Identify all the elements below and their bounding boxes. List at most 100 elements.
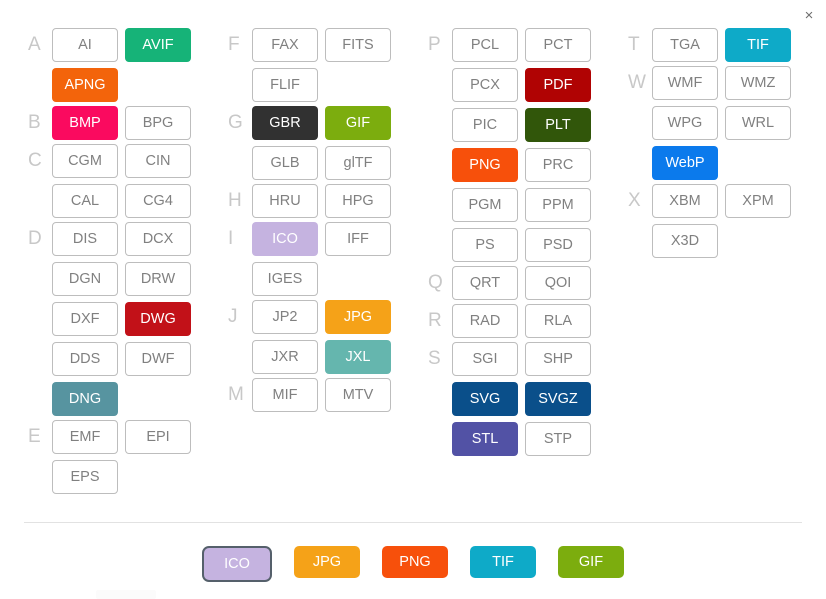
format-button-svg[interactable]: SVG (452, 382, 518, 416)
format-button-iges[interactable]: IGES (252, 262, 318, 296)
format-button-glb[interactable]: GLB (252, 146, 318, 180)
quick-format-button-gif[interactable]: GIF (558, 546, 624, 578)
format-button-ppm[interactable]: PPM (525, 188, 591, 222)
format-button-ico[interactable]: ICO (252, 222, 318, 256)
format-button-qrt[interactable]: QRT (452, 266, 518, 300)
format-button-svgz[interactable]: SVGZ (525, 382, 591, 416)
format-button-eps[interactable]: EPS (52, 460, 118, 494)
format-button-gbr[interactable]: GBR (252, 106, 318, 140)
format-button-rla[interactable]: RLA (525, 304, 591, 338)
format-button-plt[interactable]: PLT (525, 108, 591, 142)
format-button-apng[interactable]: APNG (52, 68, 118, 102)
format-button-xbm[interactable]: XBM (652, 184, 718, 218)
format-button-dxf[interactable]: DXF (52, 302, 118, 336)
format-button-epi[interactable]: EPI (125, 420, 191, 454)
format-button-dds[interactable]: DDS (52, 342, 118, 376)
close-icon[interactable]: × (804, 6, 814, 24)
format-button-tif[interactable]: TIF (725, 28, 791, 62)
format-button-jpg[interactable]: JPG (325, 300, 391, 334)
format-button-bpg[interactable]: BPG (125, 106, 191, 140)
format-button-prc[interactable]: PRC (525, 148, 591, 182)
format-button-jxr[interactable]: JXR (252, 340, 318, 374)
format-button-wrl[interactable]: WRL (725, 106, 791, 140)
format-button-bmp[interactable]: BMP (52, 106, 118, 140)
format-button-mif[interactable]: MIF (252, 378, 318, 412)
group-letter-b: B (28, 112, 41, 133)
group-letter-j: J (228, 306, 238, 327)
format-button-cg4[interactable]: CG4 (125, 184, 191, 218)
format-button-hpg[interactable]: HPG (325, 184, 391, 218)
format-button-xpm[interactable]: XPM (725, 184, 791, 218)
format-button-x3d[interactable]: X3D (652, 224, 718, 258)
format-button-sgi[interactable]: SGI (452, 342, 518, 376)
format-button-hru[interactable]: HRU (252, 184, 318, 218)
format-button-fits[interactable]: FITS (325, 28, 391, 62)
format-button-cal[interactable]: CAL (52, 184, 118, 218)
format-button-drw[interactable]: DRW (125, 262, 191, 296)
format-button-stl[interactable]: STL (452, 422, 518, 456)
format-button-psd[interactable]: PSD (525, 228, 591, 262)
format-button-dwg[interactable]: DWG (125, 302, 191, 336)
format-button-emf[interactable]: EMF (52, 420, 118, 454)
format-button-gif[interactable]: GIF (325, 106, 391, 140)
format-button-mtv[interactable]: MTV (325, 378, 391, 412)
quick-format-button-png[interactable]: PNG (382, 546, 448, 578)
format-button-dcx[interactable]: DCX (125, 222, 191, 256)
format-button-iff[interactable]: IFF (325, 222, 391, 256)
quick-format-button-ico[interactable]: ICO (202, 546, 272, 582)
format-button-dng[interactable]: DNG (52, 382, 118, 416)
format-button-dgn[interactable]: DGN (52, 262, 118, 296)
format-button-stp[interactable]: STP (525, 422, 591, 456)
format-button-qoi[interactable]: QOI (525, 266, 591, 300)
format-button-png[interactable]: PNG (452, 148, 518, 182)
format-button-flif[interactable]: FLIF (252, 68, 318, 102)
quick-format-button-tif[interactable]: TIF (470, 546, 536, 578)
format-button-tga[interactable]: TGA (652, 28, 718, 62)
format-button-pic[interactable]: PIC (452, 108, 518, 142)
format-button-pcx[interactable]: PCX (452, 68, 518, 102)
format-button-pcl[interactable]: PCL (452, 28, 518, 62)
format-button-cgm[interactable]: CGM (52, 144, 118, 178)
format-button-ps[interactable]: PS (452, 228, 518, 262)
quick-format-button-jpg[interactable]: JPG (294, 546, 360, 578)
format-button-pct[interactable]: PCT (525, 28, 591, 62)
format-button-pgm[interactable]: PGM (452, 188, 518, 222)
format-button-dis[interactable]: DIS (52, 222, 118, 256)
format-button-wpg[interactable]: WPG (652, 106, 718, 140)
format-button-ai[interactable]: AI (52, 28, 118, 62)
format-button-cin[interactable]: CIN (125, 144, 191, 178)
format-button-pdf[interactable]: PDF (525, 68, 591, 102)
format-button-rad[interactable]: RAD (452, 304, 518, 338)
format-button-avif[interactable]: AVIF (125, 28, 191, 62)
format-button-dwf[interactable]: DWF (125, 342, 191, 376)
format-button-jxl[interactable]: JXL (325, 340, 391, 374)
format-button-gltf[interactable]: glTF (325, 146, 391, 180)
group-letter-w: W (628, 72, 646, 93)
format-button-shp[interactable]: SHP (525, 342, 591, 376)
format-button-jp2[interactable]: JP2 (252, 300, 318, 334)
format-button-wmz[interactable]: WMZ (725, 66, 791, 100)
format-button-webp[interactable]: WebP (652, 146, 718, 180)
format-button-wmf[interactable]: WMF (652, 66, 718, 100)
format-button-fax[interactable]: FAX (252, 28, 318, 62)
group-letter-q: Q (428, 272, 443, 293)
